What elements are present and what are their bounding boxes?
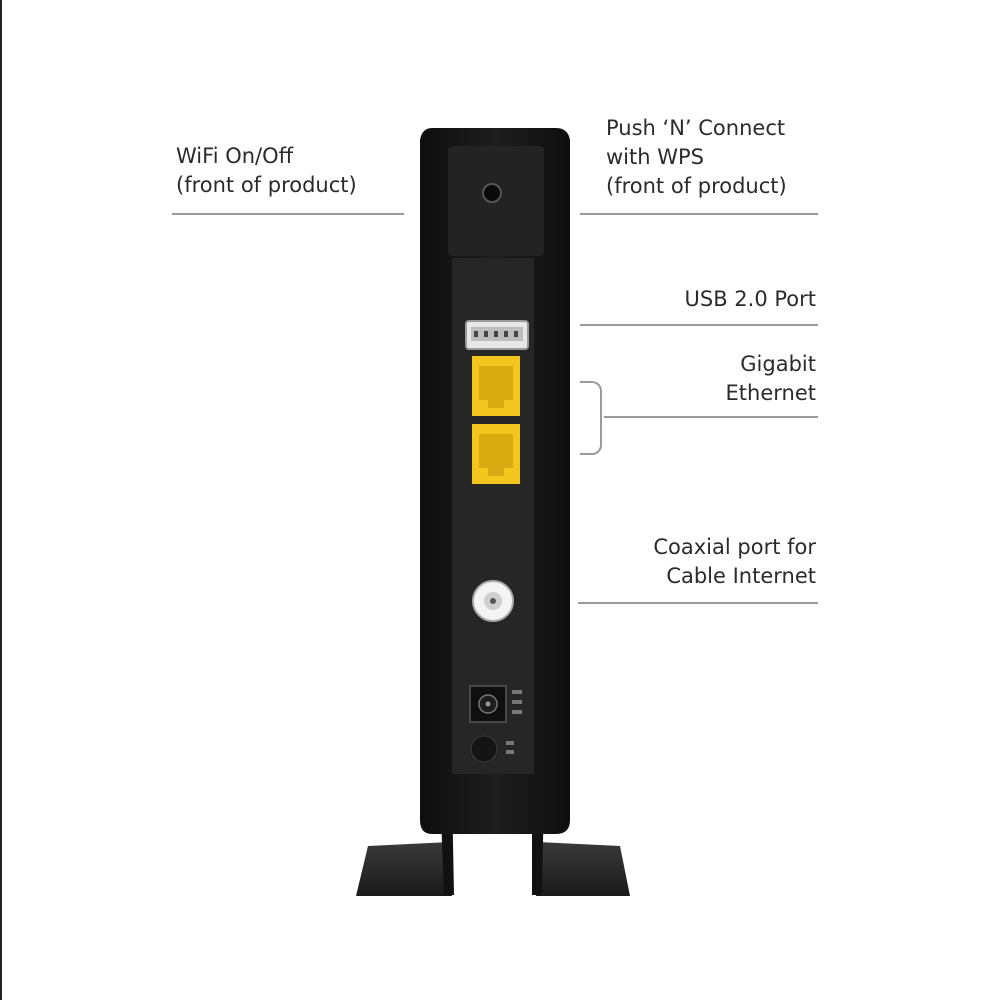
label-ethernet-line1: Gigabit xyxy=(740,352,816,376)
left-edge-line xyxy=(0,0,2,1000)
label-coax-line2: Cable Internet xyxy=(666,564,816,588)
leader-line-wps xyxy=(580,213,818,215)
power-button-icon xyxy=(470,735,514,763)
label-wifi-onoff: WiFi On/Off (front of product) xyxy=(176,142,357,200)
ethernet-port-1-icon xyxy=(472,356,520,416)
wps-button-icon xyxy=(482,183,502,203)
label-wps-line3: (front of product) xyxy=(606,174,787,198)
ethernet-bracket xyxy=(580,381,602,455)
label-ethernet-line2: Ethernet xyxy=(725,381,816,405)
label-usb-line1: USB 2.0 Port xyxy=(684,287,817,311)
leader-line-wifi xyxy=(172,213,404,215)
coax-port-icon xyxy=(472,580,514,622)
label-gigabit-ethernet: Gigabit Ethernet xyxy=(726,350,816,408)
usb-port-icon xyxy=(465,320,529,350)
power-jack-icon xyxy=(469,685,522,723)
left-foot xyxy=(356,842,452,896)
label-wps-line2: with WPS xyxy=(606,145,704,169)
label-coax-line1: Coaxial port for xyxy=(653,535,816,559)
leader-line-usb xyxy=(580,324,818,326)
label-wifi-line2: (front of product) xyxy=(176,173,357,197)
leader-line-ethernet xyxy=(604,416,818,418)
label-wps: Push ‘N’ Connect with WPS (front of prod… xyxy=(606,114,787,201)
leader-line-coax xyxy=(578,602,818,604)
right-foot xyxy=(536,842,630,896)
label-coaxial-port: Coaxial port for Cable Internet xyxy=(653,533,816,591)
label-usb-port: USB 2.0 Port xyxy=(685,285,817,314)
label-wps-line1: Push ‘N’ Connect xyxy=(606,116,786,140)
ethernet-port-2-icon xyxy=(472,424,520,484)
label-wifi-line1: WiFi On/Off xyxy=(176,144,294,168)
